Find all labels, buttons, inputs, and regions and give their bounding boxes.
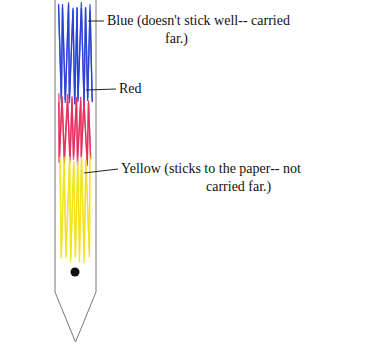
annotation-label: Yellow (sticks to the paper-- not carrie… (121, 160, 321, 196)
ink-scribble (59, 2, 93, 103)
sample-dot (71, 268, 80, 277)
leader-line (84, 169, 118, 173)
leader-line (88, 21, 104, 22)
annotation-label: Red (119, 80, 179, 98)
annotation-label: Blue (doesn't stick well-- carried far.) (107, 12, 305, 48)
leader-line (86, 89, 116, 90)
ink-smears (59, 2, 93, 263)
paper-strip (55, 0, 96, 342)
ink-scribble (60, 155, 90, 264)
ink-scribble (59, 94, 91, 166)
